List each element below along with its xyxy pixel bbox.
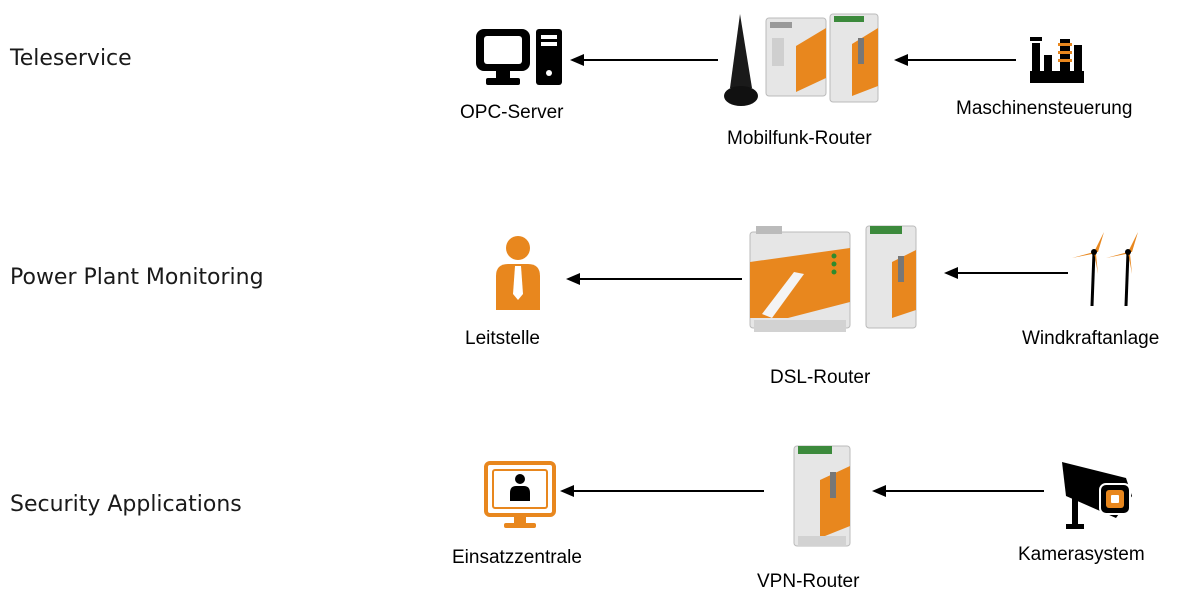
security-camera-icon <box>1062 462 1132 529</box>
wind-turbine-icon <box>1072 232 1138 307</box>
arrow-to-dsl-router <box>944 267 1068 279</box>
node-label-mobile-router: Mobilfunk-Router <box>727 128 872 149</box>
node-label-machine-control: Maschinensteuerung <box>956 98 1133 119</box>
arrow-to-control-center <box>566 273 742 285</box>
node-label-dsl-router: DSL-Router <box>770 367 871 388</box>
node-label-opc-server: OPC-Server <box>460 102 564 123</box>
row-label-security-applications: Security Applications <box>10 492 242 517</box>
row-label-power-plant-monitoring: Power Plant Monitoring <box>10 265 264 290</box>
factory-icon <box>1030 37 1084 83</box>
node-label-wind-turbines: Windkraftanlage <box>1022 328 1160 349</box>
desktop-computer-icon <box>476 29 562 85</box>
mobile-router-device-icon <box>724 13 879 106</box>
node-label-control-center: Leitstelle <box>465 328 540 349</box>
vpn-router-device-icon <box>793 445 851 547</box>
arrow-to-opc-server <box>570 54 718 66</box>
dsl-router-device-icon <box>749 225 917 332</box>
person-icon <box>496 236 540 310</box>
row-label-teleservice: Teleservice <box>10 46 132 71</box>
node-label-camera-system: Kamerasystem <box>1018 544 1145 565</box>
node-label-dispatch-center: Einsatzzentrale <box>452 547 582 568</box>
monitor-person-icon <box>484 461 556 528</box>
node-label-vpn-router: VPN-Router <box>757 571 860 592</box>
arrow-to-vpn-router <box>872 485 1044 497</box>
arrow-to-dispatch-center <box>560 485 764 497</box>
arrow-to-mobile-router <box>894 54 1016 66</box>
